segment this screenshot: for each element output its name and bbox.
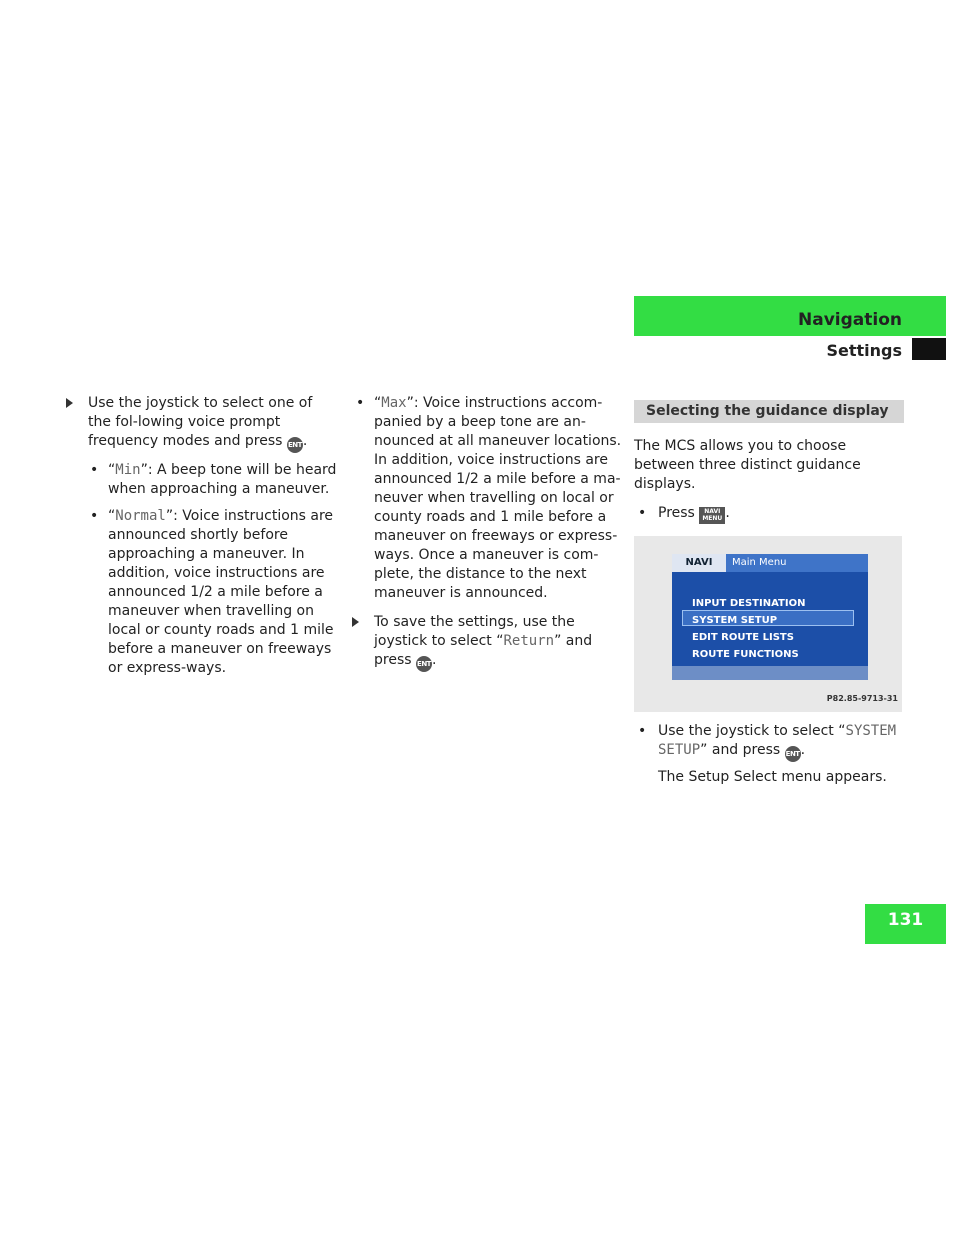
column-1: Use the joystick to select one of the fo…: [66, 394, 338, 686]
list-item: • “Min”: A beep tone will be heard when …: [66, 461, 338, 499]
enter-key-icon: ENT: [416, 656, 432, 672]
option-description: ”: Voice instructions accom-panied by a …: [374, 395, 622, 601]
screen-footer: [672, 666, 868, 680]
quote-open: “: [374, 395, 382, 411]
screen-display: NAVI Main Menu INPUT DESTINATION SYSTEM …: [672, 554, 868, 680]
result-text: The Setup Select menu appears.: [658, 769, 887, 785]
screen-selection-highlight: [682, 610, 854, 626]
step-text: To save the settings, use the joystick t…: [374, 614, 575, 649]
intro-paragraph: The MCS allows you to choose between thr…: [634, 438, 861, 492]
screen-menu-item: INPUT DESTINATION: [692, 598, 806, 609]
bullet-icon: •: [638, 723, 647, 739]
bullet-icon: •: [638, 505, 647, 521]
navigation-screen-image: NAVI Main Menu INPUT DESTINATION SYSTEM …: [634, 536, 902, 712]
press-text: Press: [658, 505, 695, 521]
step-text: Use the joystick to select one of the fo…: [88, 395, 313, 449]
option-system-setup: SYSTEM SETUP: [658, 723, 897, 758]
screen-title: Main Menu: [732, 557, 787, 568]
header-black-block: [912, 338, 946, 360]
bullet-icon: •: [90, 508, 99, 524]
section-title: Navigation: [798, 310, 902, 330]
screen-menu-item: EDIT ROUTE LISTS: [692, 632, 794, 643]
press-end: .: [725, 505, 730, 521]
bullet-icon: •: [90, 462, 99, 478]
bullet-icon: •: [356, 395, 365, 411]
enter-key-icon: ENT: [286, 437, 303, 453]
quote-open: “: [108, 508, 116, 524]
select-text: Use the joystick to select “: [658, 723, 846, 739]
enter-key-icon: ENT: [784, 746, 801, 762]
page-number: 131: [887, 910, 924, 930]
step-text-2: ” and press: [374, 633, 593, 668]
step-arrow-icon: [66, 398, 73, 408]
column-2: • “Max”: Voice instructions accom-panied…: [352, 394, 624, 680]
option-max: Max: [381, 395, 407, 411]
screen-menu-item: SYSTEM SETUP: [692, 615, 778, 626]
list-item: • “Normal”: Voice instructions are annou…: [66, 507, 338, 678]
step-end: .: [302, 433, 308, 449]
list-item: • Use the joystick to select “SYSTEM SET…: [634, 722, 904, 787]
header-green-bar: [634, 296, 946, 336]
option-normal: Normal: [115, 508, 166, 524]
page-number-tab: [865, 904, 946, 944]
select-text-2: ” and press: [700, 742, 781, 758]
section-heading: Selecting the guidance display: [634, 400, 904, 423]
column-3: Selecting the guidance display The MCS a…: [634, 400, 904, 799]
instruction-step: Use the joystick to select one of the fo…: [66, 394, 338, 453]
subsection-title: Settings: [826, 341, 902, 360]
instruction-step: To save the settings, use the joystick t…: [352, 613, 624, 672]
list-item: • “Max”: Voice instructions accom-panied…: [352, 394, 624, 603]
step-end: .: [432, 652, 437, 668]
option-return: Return: [503, 633, 555, 649]
screen-menu-item: ROUTE FUNCTIONS: [692, 649, 799, 660]
option-min: Min: [115, 462, 141, 478]
select-end: .: [800, 742, 806, 758]
option-description: ”: A beep tone will be heard when approa…: [108, 462, 337, 497]
key-line-1: NAVI: [704, 508, 721, 515]
step-arrow-icon: [352, 617, 359, 627]
key-line-2: MENU: [702, 515, 723, 522]
option-description: ”: Voice instructions are announced shor…: [108, 508, 334, 676]
quote-open: “: [108, 462, 116, 478]
image-code: P82.85-9713-31: [826, 694, 898, 703]
screen-tab-navi: NAVI: [672, 554, 726, 572]
